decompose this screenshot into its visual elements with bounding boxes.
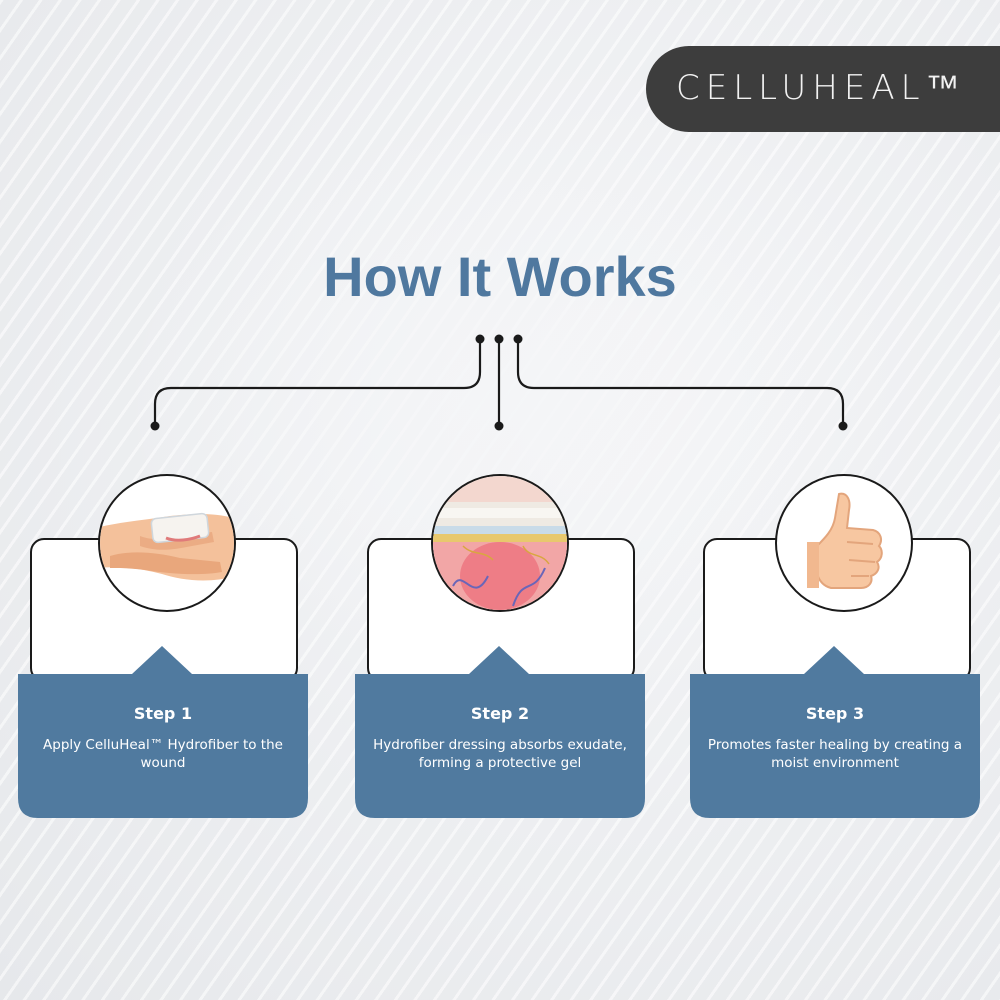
connector-dot bbox=[838, 421, 848, 431]
connector-dot bbox=[513, 334, 523, 344]
brand-logo: CELLUHEAL™ bbox=[646, 46, 1000, 132]
connector-dot bbox=[494, 421, 504, 431]
step-2-description: Hydrofiber dressing absorbs exudate, for… bbox=[373, 737, 627, 771]
step-2-panel: Step 2 Hydrofiber dressing absorbs exuda… bbox=[355, 646, 645, 818]
step-3-description: Promotes faster healing by creating a mo… bbox=[707, 737, 963, 771]
step-2-label: Step 2 bbox=[470, 704, 530, 723]
hand-with-dressing-icon bbox=[98, 474, 236, 612]
page-title: How It Works bbox=[323, 245, 677, 308]
step-1-label: Step 1 bbox=[133, 704, 193, 723]
thumbs-up-icon bbox=[775, 474, 913, 612]
connector-dot bbox=[150, 421, 160, 431]
brand-logo-text: CELLUHEAL™ bbox=[676, 68, 966, 108]
step-1-description: Apply CelluHeal™ Hydrofiber to the wound bbox=[43, 737, 283, 771]
skin-layers-icon bbox=[431, 474, 569, 612]
connector-dot bbox=[475, 334, 485, 344]
step-1-panel: Step 1 Apply CelluHeal™ Hydrofiber to th… bbox=[18, 646, 308, 818]
step-3-panel: Step 3 Promotes faster healing by creati… bbox=[690, 646, 980, 818]
step-3-label: Step 3 bbox=[805, 704, 865, 723]
connector-dot bbox=[494, 334, 504, 344]
